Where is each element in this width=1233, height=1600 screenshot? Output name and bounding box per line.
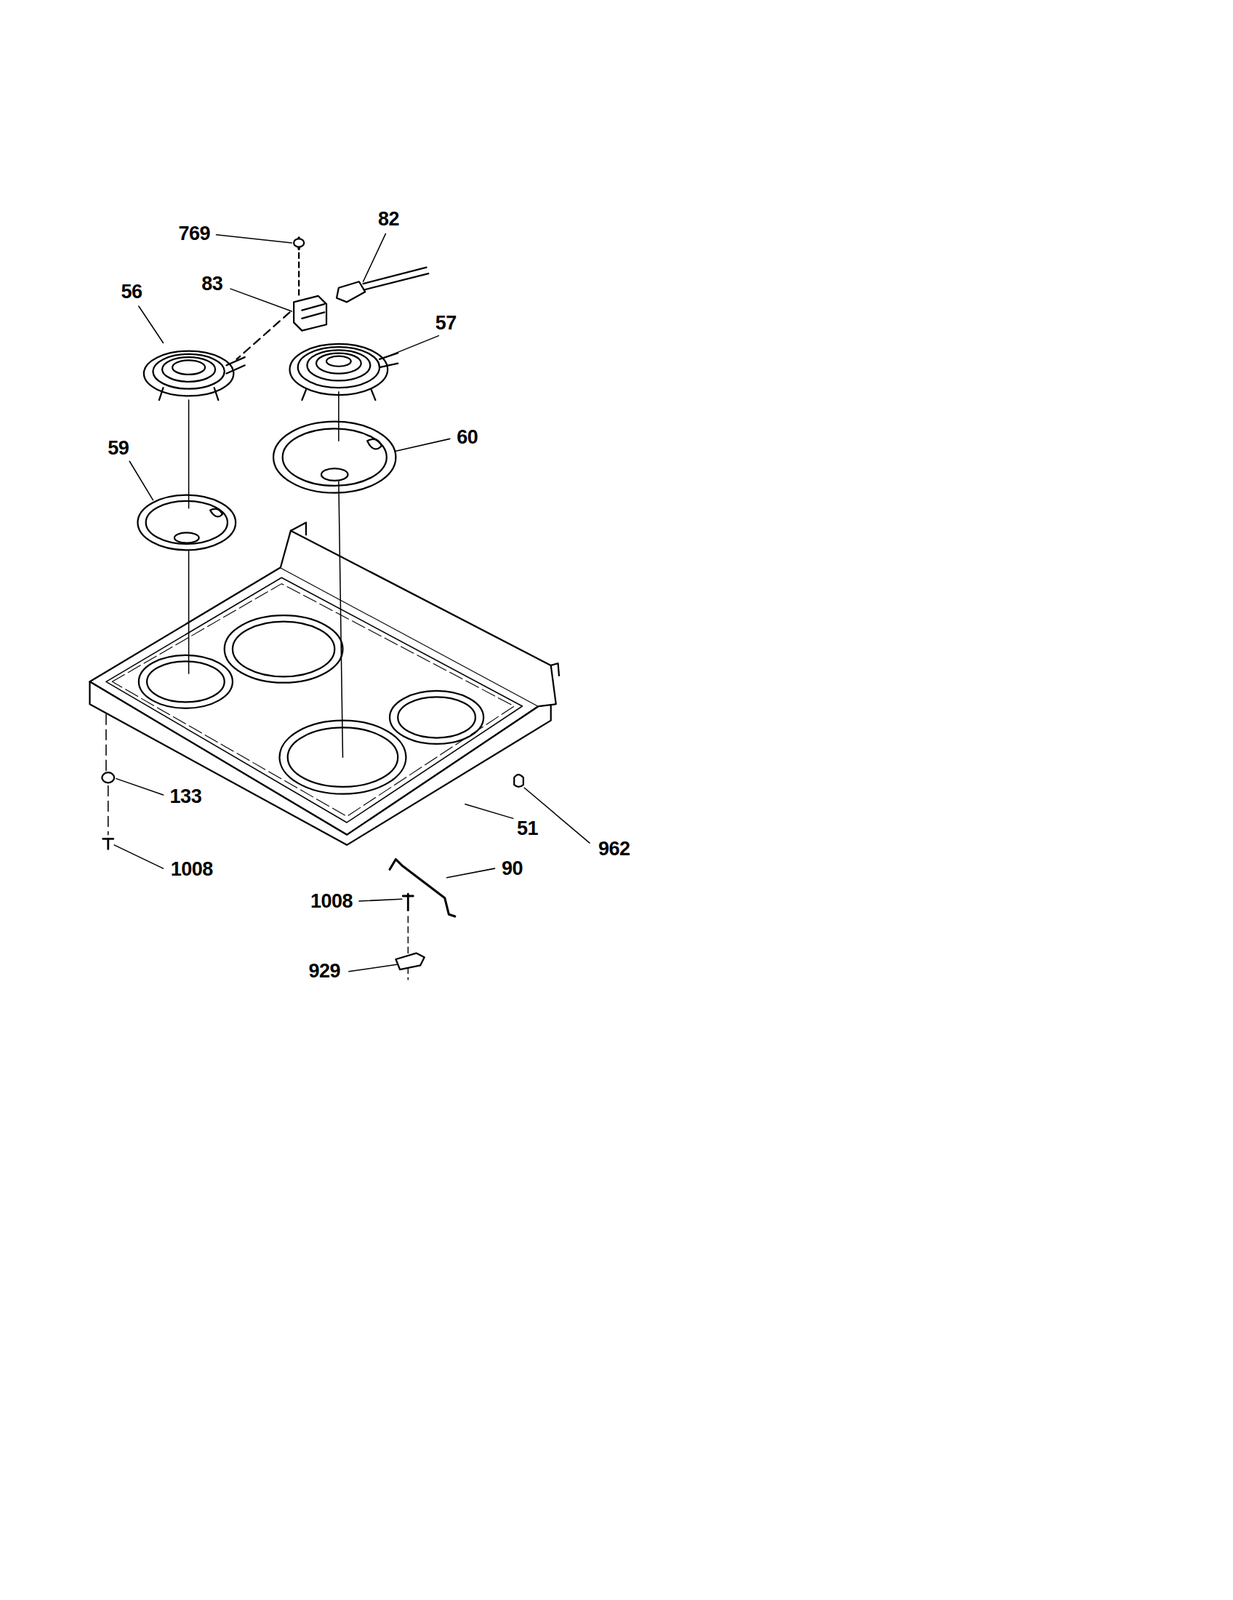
callout-number: 133 bbox=[170, 786, 203, 807]
callout-number: 1008 bbox=[170, 859, 214, 879]
grommet bbox=[101, 772, 115, 783]
terminal-block bbox=[237, 237, 429, 360]
callout-number: 51 bbox=[516, 818, 538, 839]
surface-unit-small bbox=[143, 351, 246, 400]
drip-pan-large bbox=[273, 421, 396, 493]
callout-number: 60 bbox=[456, 427, 478, 448]
callout-number: 962 bbox=[598, 838, 631, 859]
clip bbox=[513, 774, 524, 787]
callout-number: 59 bbox=[107, 438, 129, 459]
leader-lines bbox=[114, 233, 590, 972]
bracket bbox=[395, 953, 424, 970]
callout-number: 82 bbox=[378, 209, 400, 230]
screw bbox=[402, 893, 413, 910]
callout-number: 1008 bbox=[310, 891, 353, 911]
drip-pan-small bbox=[137, 495, 236, 551]
callout-number: 90 bbox=[501, 858, 523, 879]
rod bbox=[389, 858, 456, 917]
screw bbox=[103, 838, 114, 849]
surface-unit-large bbox=[290, 343, 399, 400]
callout-number: 769 bbox=[178, 223, 211, 244]
callout-number: 929 bbox=[308, 961, 341, 981]
callout-number: 83 bbox=[201, 274, 223, 294]
cooktop bbox=[89, 521, 559, 845]
callout-number: 57 bbox=[435, 313, 457, 333]
illustration-group bbox=[89, 233, 590, 980]
callout-number: 56 bbox=[120, 282, 142, 302]
